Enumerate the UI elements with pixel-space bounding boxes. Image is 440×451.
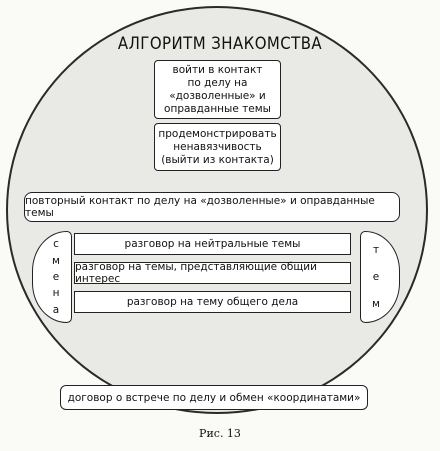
step-demonstrate: продемонстрировать ненавязчивость (выйти… <box>154 123 281 171</box>
step-enter-contact-line-1: войти в контакт <box>172 63 263 76</box>
step-final-agreement: договор о встрече по делу и обмен «коорд… <box>60 385 368 410</box>
step-enter-contact-line-3: «дозволенные» и <box>169 89 266 102</box>
figure-caption: Рис. 13 <box>199 427 241 440</box>
step-repeat-contact: повторный контакт по делу на «дозволенны… <box>24 192 400 222</box>
step-enter-contact: войти в контакт по делу на «дозволенные»… <box>154 60 281 119</box>
left-letter-4: н <box>52 287 60 300</box>
step-common-business: разговор на тему общего дела <box>74 291 351 313</box>
step-neutral-topics: разговор на нейтральные темы <box>74 233 351 255</box>
right-letter-2: е <box>372 270 380 283</box>
diagram-title: АЛГОРИТМ ЗНАКОМСТВА <box>117 34 323 54</box>
step-demonstrate-line-1: продемонстрировать <box>158 127 277 140</box>
left-letter-3: е <box>52 270 60 283</box>
step-enter-contact-line-4: оправданные темы <box>164 102 271 115</box>
right-letter-3: м <box>372 298 380 311</box>
left-letter-5: а <box>52 303 60 316</box>
step-enter-contact-line-2: по делу на <box>187 76 248 89</box>
step-demonstrate-line-2: ненавязчивость <box>173 140 262 153</box>
step-common-interest: разговор на темы, представляющие общий и… <box>74 261 351 285</box>
left-letter-1: с <box>53 238 59 251</box>
left-letter-2: м <box>52 254 60 267</box>
step-demonstrate-line-3: (выйти из контакта) <box>161 153 274 166</box>
right-letter-1: т <box>372 243 380 256</box>
